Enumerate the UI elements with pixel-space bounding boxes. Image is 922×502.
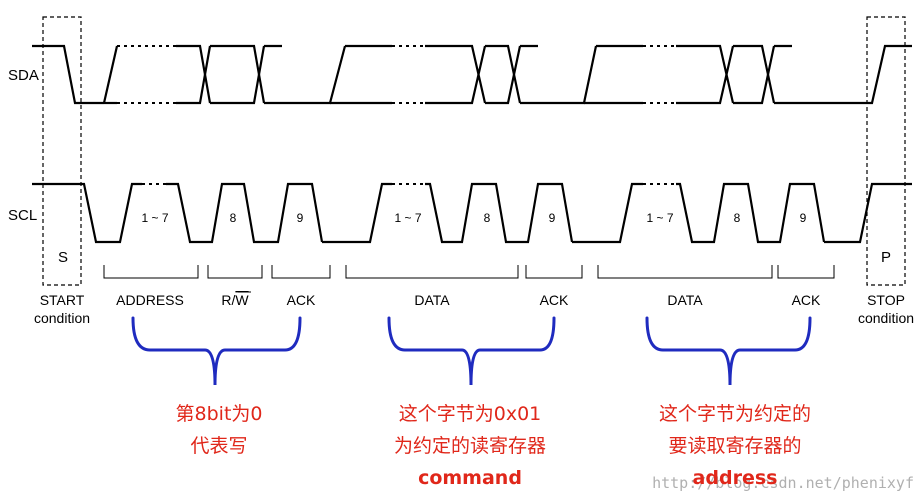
ack3-field-label: ACK	[792, 292, 821, 308]
field-brackets	[103, 265, 835, 279]
stop-symbol: P	[881, 249, 891, 266]
ack2-field-label: ACK	[540, 292, 569, 308]
annotation-data1-line2: 为约定的读寄存器	[394, 435, 546, 457]
ack1-field-label: ACK	[287, 292, 316, 308]
data1-field-label: DATA	[414, 292, 450, 308]
clock-label: 9	[549, 211, 556, 225]
sda-dotted-gaps	[117, 45, 676, 104]
clock-pulse-labels: 1 ~ 7 8 9 1 ~ 7 8 9 1 ~ 7 8 9	[141, 211, 806, 225]
start-symbol: S	[58, 249, 68, 266]
sda-waveform	[32, 44, 912, 105]
clock-label: 9	[800, 211, 807, 225]
brace-rw	[131, 316, 302, 386]
clock-label: 1 ~ 7	[646, 211, 673, 225]
scl-label: SCL	[8, 207, 37, 224]
scl-waveform	[32, 182, 912, 244]
sda-label: SDA	[8, 67, 39, 84]
annotation-data2-line1: 这个字节为约定的	[659, 403, 811, 425]
annotation-rw-line2: 代表写	[190, 435, 247, 457]
clock-label: 1 ~ 7	[141, 211, 168, 225]
rw-field-label: R/W	[221, 292, 249, 308]
clock-label: 8	[734, 211, 741, 225]
start-condition-line1: START	[40, 292, 85, 308]
blue-braces	[131, 316, 812, 386]
clock-label: 9	[297, 211, 304, 225]
start-condition-line2: condition	[34, 310, 90, 326]
start-condition-box	[42, 16, 82, 286]
data2-field-label: DATA	[667, 292, 703, 308]
rw-r-text: R/	[221, 292, 235, 308]
clock-label: 8	[230, 211, 237, 225]
address-field-label: ADDRESS	[116, 292, 184, 308]
annotation-rw-line1: 第8bit为0	[176, 403, 263, 425]
stop-condition-line1: STOP	[867, 292, 905, 308]
watermark: http://blog.csdn.net/phenixyf	[652, 474, 914, 492]
stop-condition-box	[866, 16, 906, 286]
brace-data1	[387, 316, 556, 386]
annotation-data1-line1: 这个字节为0x01	[399, 403, 542, 425]
annotation-data2-line3: address	[693, 467, 778, 489]
clock-label: 8	[484, 211, 491, 225]
clock-label: 1 ~ 7	[394, 211, 421, 225]
stop-condition-line2: condition	[858, 310, 914, 326]
annotation-data2-line2: 要读取寄存器的	[668, 435, 801, 457]
brace-data2	[645, 316, 812, 386]
rw-w-text: W	[235, 292, 249, 308]
annotation-data1-line3: command	[418, 467, 522, 489]
